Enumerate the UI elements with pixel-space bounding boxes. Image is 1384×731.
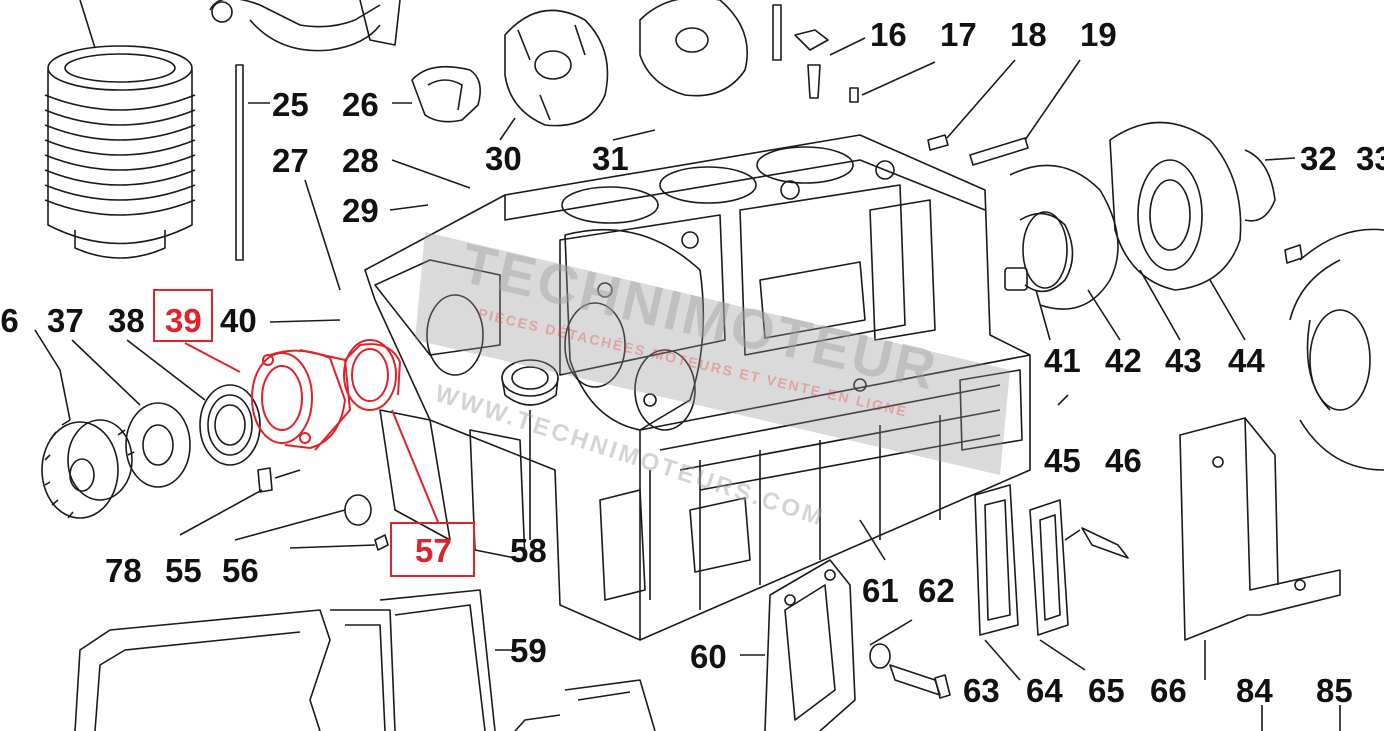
- callout-37: 37: [47, 302, 84, 339]
- watermark-band: [415, 232, 1010, 475]
- callout-25: 25: [272, 86, 309, 123]
- highlighted-part-39: [184, 342, 352, 451]
- callout-59: 59: [510, 632, 547, 669]
- callout-65: 65: [1088, 672, 1125, 709]
- callout-55: 55: [165, 552, 202, 589]
- bracket-66-part: [1179, 417, 1341, 680]
- callout-31: 31: [592, 140, 629, 177]
- callout-26: 26: [342, 86, 379, 123]
- callout-56: 56: [222, 552, 259, 589]
- callout-32: 32: [1300, 140, 1337, 177]
- callout-39: 39: [165, 302, 202, 339]
- callout-60: 60: [690, 638, 727, 675]
- callout-58: 58: [510, 532, 547, 569]
- callout-64: 64: [1026, 672, 1063, 709]
- bearing-shell-26-part: [392, 65, 481, 123]
- callout-44: 44: [1228, 342, 1265, 379]
- front-gear-parts: [34, 329, 389, 551]
- side-covers-parts: [869, 394, 1129, 699]
- callout-17: 17: [940, 16, 977, 53]
- callout-63: 63: [963, 672, 1000, 709]
- callout-57: 57: [415, 532, 452, 569]
- callout-45: 45: [1044, 442, 1081, 479]
- callout-30: 30: [485, 140, 522, 177]
- callout-40: 40: [220, 302, 257, 339]
- callout-27: 27: [272, 142, 309, 179]
- callout-84: 84: [1236, 672, 1273, 709]
- stud-25-part: [235, 64, 270, 261]
- leader-lines: [269, 129, 1341, 731]
- counterweight-top-part: [639, 0, 748, 97]
- callout-41: 41: [1044, 342, 1081, 379]
- callout-36: 36: [0, 302, 19, 339]
- cover-60-part: [740, 559, 856, 731]
- callout-61: 61: [862, 572, 899, 609]
- callout-39-box: [153, 289, 213, 342]
- bushing-58-part: [501, 359, 559, 540]
- crankshaft-part: [209, 0, 401, 52]
- counterweight-30-part: [499, 9, 609, 141]
- callout-38: 38: [108, 302, 145, 339]
- engine-block-part: [364, 134, 1031, 641]
- callout-66: 66: [1150, 672, 1187, 709]
- callout-42: 42: [1105, 342, 1142, 379]
- callout-18: 18: [1010, 16, 1047, 53]
- rear-flange-parts: [1004, 121, 1384, 471]
- cylinder-part: [44, 0, 196, 259]
- callout-28: 28: [342, 142, 379, 179]
- callout-85: 85: [1316, 672, 1353, 709]
- callout-19: 19: [1080, 16, 1117, 53]
- callout-57-box: [390, 522, 475, 577]
- highlighted-part-57: [343, 339, 439, 523]
- callout-33: 33: [1356, 140, 1384, 177]
- bottom-covers-part: [74, 589, 656, 731]
- callout-16: 16: [870, 16, 907, 53]
- callout-29: 29: [342, 192, 379, 229]
- callout-43: 43: [1165, 342, 1202, 379]
- small-fasteners-part: [772, 4, 1081, 166]
- callout-62: 62: [918, 572, 955, 609]
- callout-46: 46: [1105, 442, 1142, 479]
- callout-78: 78: [105, 552, 142, 589]
